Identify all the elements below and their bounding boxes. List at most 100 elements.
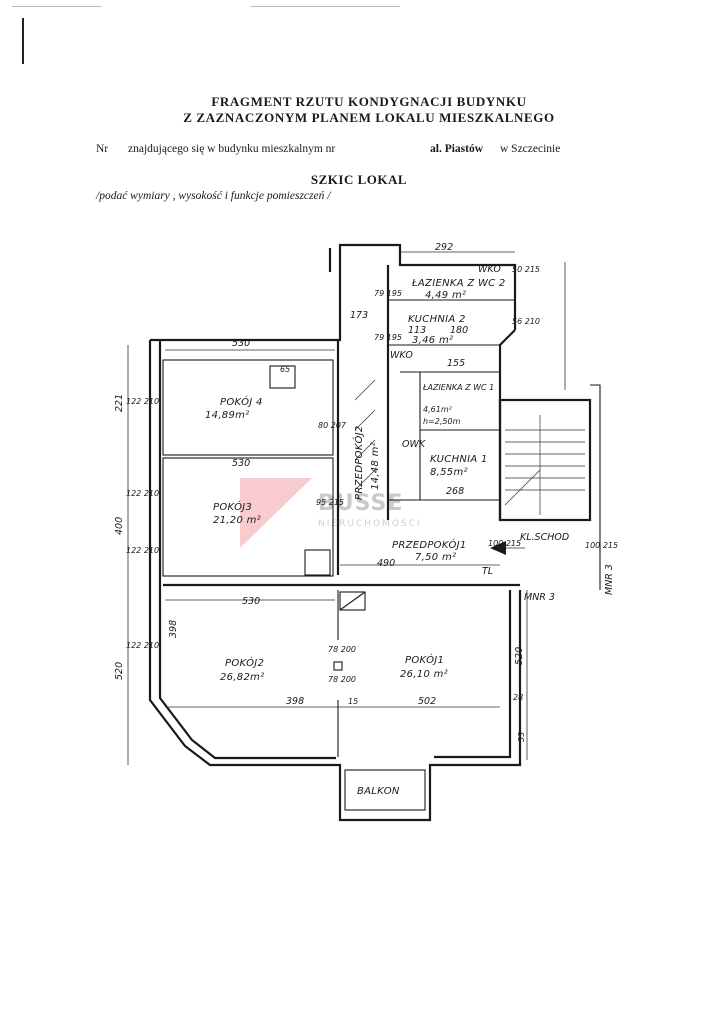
balcony-inner xyxy=(344,769,426,811)
shaft-box-diag xyxy=(339,591,366,611)
room-kuchnia2-area: 3,46 m² xyxy=(412,335,453,346)
hatch-line xyxy=(354,469,376,491)
document-title-line1: FRAGMENT RZUTU KONDYGNACJI BUDYNKU xyxy=(211,94,527,109)
door-dim-78-200-b: 78 200 xyxy=(328,675,356,684)
dim-530-mid: 530 xyxy=(232,458,250,469)
room-przedpokoj1-area: 7,50 m² xyxy=(415,552,456,563)
stove-box xyxy=(304,549,331,576)
staircase xyxy=(498,384,601,590)
outer-wall-east-upper xyxy=(498,329,516,520)
sketch-note: /podać wymiary , wysokość i funkcje pomi… xyxy=(96,190,331,202)
room-lazienka2-area: 4,49 m² xyxy=(425,290,466,301)
room-kuchnia2-name: KUCHNIA 2 xyxy=(408,314,466,325)
sketch-title: SZKIC LOKAL xyxy=(310,172,408,187)
balcony xyxy=(344,769,426,811)
outer-wall-east-inner xyxy=(434,590,512,759)
door-dim-79-195-b: 79 195 xyxy=(374,333,402,342)
mnr3-label-bottom: MNR 3 xyxy=(524,592,555,603)
dim-490: 490 xyxy=(377,558,395,569)
room-lazienka2-name: ŁAZIENKA Z WC 2 xyxy=(411,278,506,289)
room-labels: POKÓJ 4 14,89m² POKÓJ3 21,20 m² POKÓJ2 2… xyxy=(205,278,506,797)
top-scan-rule-right xyxy=(250,6,400,7)
door-dim-95-215: 95 215 xyxy=(316,498,344,507)
dim-53: 53 xyxy=(517,732,526,742)
dim-28: 28 xyxy=(513,693,523,702)
stair-diagonal xyxy=(504,469,541,506)
shaft-box xyxy=(339,591,366,611)
hatch-line xyxy=(354,379,376,401)
document-title-line2: Z ZAZNACZONYM PLANEM LOKALU MIESZKALNEGO xyxy=(183,110,555,125)
room-lazienka1-name: ŁAZIENKA Z WC 1 xyxy=(422,383,494,392)
street-text: al. Piastów xyxy=(430,143,484,155)
mnr3-label-side: MNR 3 xyxy=(604,564,615,595)
room-pokoj3-name: POKÓJ3 xyxy=(213,500,252,513)
room-kuchnia1-name: KUCHNIA 1 xyxy=(430,454,488,465)
watermark: BUSSE NIERUCHOMOŚCI xyxy=(240,478,422,548)
window-dim-c: 122 210 xyxy=(126,546,159,555)
wko-label-1: WKO xyxy=(478,264,501,275)
dim-530-low: 530 xyxy=(242,596,260,607)
nr-label: Nr xyxy=(96,143,109,155)
wko-label-2: WKO xyxy=(390,350,413,361)
room-pokoj4-name: POKÓJ 4 xyxy=(220,395,263,408)
outer-walls xyxy=(148,243,522,822)
dim-221: 221 xyxy=(114,394,125,412)
stair-label: KL.SCHOD xyxy=(520,532,569,543)
room-kuchnia1-area: 8,55m² xyxy=(430,467,468,478)
outer-wall-west-inner xyxy=(158,340,336,760)
watermark-sub: NIERUCHOMOŚCI xyxy=(318,517,422,529)
hatch-line xyxy=(354,439,376,461)
stove-box-2 xyxy=(269,365,296,389)
room-pokoj1-name: POKÓJ1 xyxy=(405,653,444,666)
dim-65: 65 xyxy=(280,365,290,374)
dim-180: 180 xyxy=(450,325,468,336)
wall-pokoj3 xyxy=(162,457,334,577)
dim-292: 292 xyxy=(435,242,453,253)
margin-mark xyxy=(22,18,24,64)
located-text: znajdującego się w budynku mieszkalnym n… xyxy=(128,143,336,155)
outer-wall-west-south xyxy=(148,340,522,822)
watermark-logo-shape xyxy=(240,478,312,548)
dim-400: 400 xyxy=(114,517,125,535)
owk-label: OWK xyxy=(402,439,426,450)
door-dim-80-207: 80 207 xyxy=(318,421,347,430)
room-balkon-name: BALKON xyxy=(357,786,400,797)
hatch-line xyxy=(354,409,376,431)
door-dim-50-215: 50 215 xyxy=(512,265,540,274)
dim-398-horizontal: 398 xyxy=(286,696,304,707)
outer-wall-north xyxy=(150,243,517,342)
tl-label: TL xyxy=(482,566,493,577)
dim-155: 155 xyxy=(447,358,465,369)
room-przedpokoj2-area: 14,48 m² xyxy=(370,442,381,490)
window-dim-a: 122 210 xyxy=(126,397,159,406)
room-lazienka1-area: 4,61m² xyxy=(423,405,453,414)
city-text: w Szczecinie xyxy=(500,143,561,155)
neighbour-wall xyxy=(590,384,601,590)
room-pokoj4-area: 14,89m² xyxy=(205,410,249,421)
dimension-labels: 530 530 530 490 398 398 502 520 520 400 … xyxy=(114,242,618,742)
dim-268: 268 xyxy=(446,486,464,497)
door-dim-100-215-a: 100 215 xyxy=(488,539,521,548)
room-pokoj3-area: 21,20 m² xyxy=(213,515,261,526)
column-marker xyxy=(333,661,343,671)
dim-520-left: 520 xyxy=(114,662,125,680)
room-pokoj1-area: 26,10 m² xyxy=(400,669,448,680)
room-pokoj2-name: POKÓJ2 xyxy=(225,656,264,669)
door-dim-78-200-a: 78 200 xyxy=(328,645,356,654)
door-dim-79-195-a: 79 195 xyxy=(374,289,402,298)
entrance-arrow xyxy=(490,541,506,555)
internal-walls xyxy=(162,265,520,757)
dim-520-right: 520 xyxy=(514,647,525,665)
door-dim-100-215-b: 100 215 xyxy=(585,541,618,550)
room-przedpokoj1-name: PRZEDPOKÓJ1 xyxy=(392,538,467,551)
window-dim-b: 122 210 xyxy=(126,489,159,498)
dim-530-top: 530 xyxy=(232,338,250,349)
wall-pokoj4 xyxy=(162,359,334,456)
dim-398-vertical: 398 xyxy=(168,620,179,638)
height-label: h=2,50m xyxy=(423,417,461,426)
window-dim-d: 122 210 xyxy=(126,641,159,650)
top-scan-rule-left xyxy=(12,6,102,7)
hatch-fill xyxy=(354,379,376,491)
dim-502: 502 xyxy=(418,696,436,707)
